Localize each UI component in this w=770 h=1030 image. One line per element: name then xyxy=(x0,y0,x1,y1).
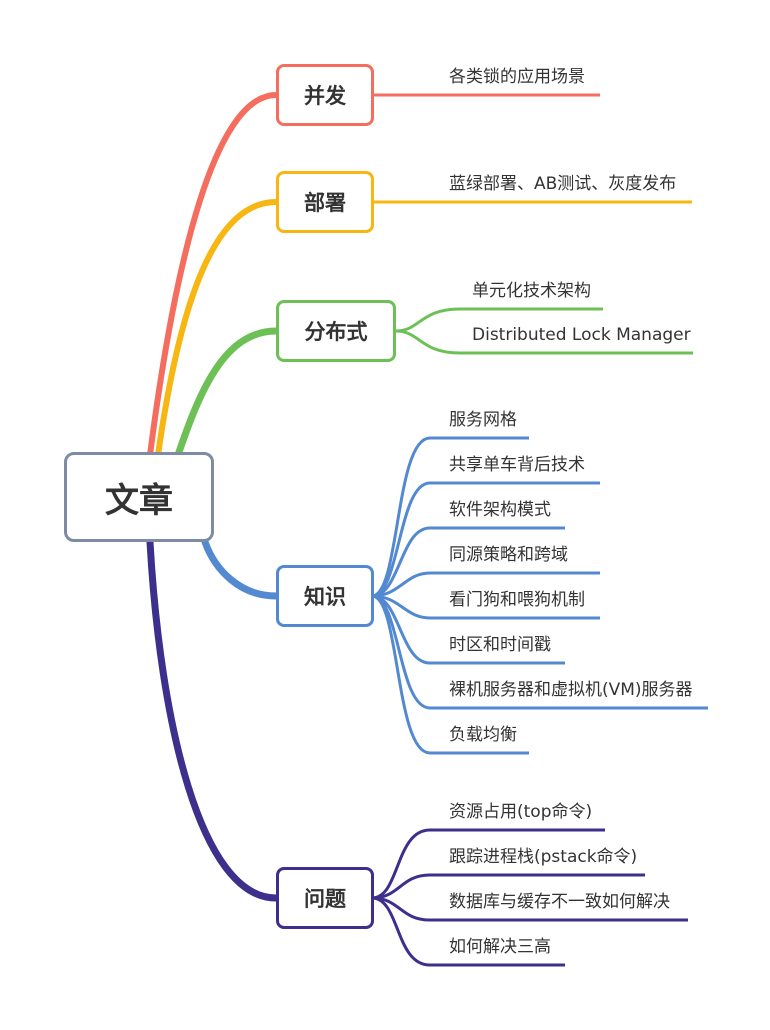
connector-root-knowledge xyxy=(201,538,280,600)
branch-label: 问题 xyxy=(304,887,346,911)
leaf-knowledge-2[interactable]: 软件架构模式 xyxy=(449,500,551,520)
connector-problems-leaves xyxy=(371,828,688,967)
connector-root-deploy xyxy=(155,199,279,458)
connector-knowledge-leaves xyxy=(371,436,708,755)
leaf-deploy-0[interactable]: 蓝绿部署、AB测试、灰度发布 xyxy=(449,174,677,194)
leaf-knowledge-7[interactable]: 负载均衡 xyxy=(449,725,517,745)
connector-root-problems xyxy=(146,538,280,902)
leaf-problems-1[interactable]: 跟踪进程栈(pstack命令) xyxy=(449,847,638,867)
connector-distributed-leaves xyxy=(395,307,693,355)
connector-root-concurrency xyxy=(147,92,279,458)
root-node[interactable]: 文章 xyxy=(64,452,214,542)
leaf-distributed-0[interactable]: 单元化技术架构 xyxy=(472,281,591,301)
branch-deploy[interactable]: 部署 xyxy=(276,171,374,233)
leaf-knowledge-6[interactable]: 裸机服务器和虚拟机(VM)服务器 xyxy=(449,680,693,700)
branch-label: 分布式 xyxy=(304,320,368,344)
branch-label: 知识 xyxy=(304,585,346,609)
branch-knowledge[interactable]: 知识 xyxy=(276,565,374,627)
branch-distributed[interactable]: 分布式 xyxy=(276,300,396,362)
branch-label: 部署 xyxy=(304,191,346,215)
leaf-problems-0[interactable]: 资源占用(top命令) xyxy=(449,802,593,822)
leaf-problems-3[interactable]: 如何解决三高 xyxy=(449,937,551,957)
connector-root-distributed xyxy=(174,327,280,459)
leaf-problems-2[interactable]: 数据库与缓存不一致如何解决 xyxy=(449,892,670,912)
branch-concurrency[interactable]: 并发 xyxy=(276,64,374,126)
leaf-concurrency-0[interactable]: 各类锁的应用场景 xyxy=(449,67,585,87)
root-label: 文章 xyxy=(105,480,173,521)
branch-problems[interactable]: 问题 xyxy=(276,867,374,929)
leaf-knowledge-4[interactable]: 看门狗和喂狗机制 xyxy=(449,590,585,610)
leaf-distributed-1[interactable]: Distributed Lock Manager xyxy=(472,325,691,345)
leaf-knowledge-0[interactable]: 服务网格 xyxy=(449,410,517,430)
leaf-knowledge-3[interactable]: 同源策略和跨域 xyxy=(449,545,568,565)
leaf-knowledge-1[interactable]: 共享单车背后技术 xyxy=(449,455,585,475)
branch-label: 并发 xyxy=(304,84,346,108)
leaf-knowledge-5[interactable]: 时区和时间戳 xyxy=(449,635,551,655)
